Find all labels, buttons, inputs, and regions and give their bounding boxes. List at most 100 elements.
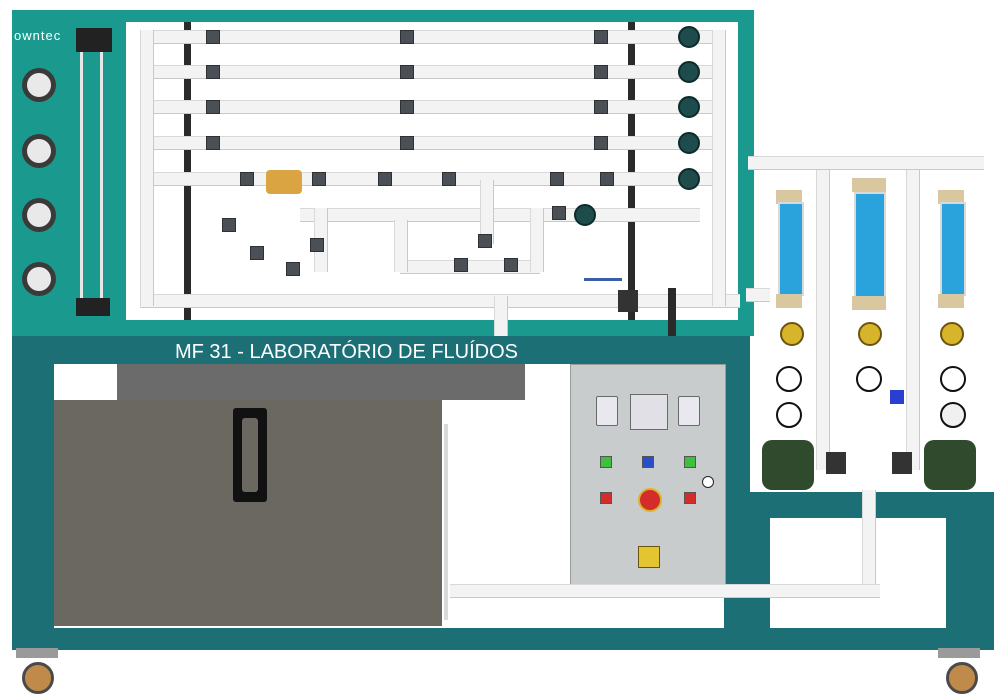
pressure-tap [400,30,414,44]
valve-wheel-icon[interactable] [780,322,804,346]
pipe-line [494,296,508,340]
pressure-tap [442,172,456,186]
manometer-header [76,28,112,52]
pressure-tap [594,136,608,150]
gauge-mount [776,402,802,428]
pressure-tap [222,218,236,232]
pipe-line [862,490,876,590]
pipe-line [140,294,740,308]
red-indicator-lamp [684,492,696,504]
pipe-line [140,65,724,79]
rotameter-cap [938,294,964,308]
controller-display [630,394,668,430]
ball-valve-handle[interactable] [584,278,622,281]
flow-sensor [890,390,904,404]
pressure-gauge-icon [22,134,56,168]
tank-sight-glass [233,408,267,502]
pressure-gauge-icon [22,198,56,232]
pressure-tap [400,136,414,150]
valve-wheel-icon[interactable] [678,168,700,190]
pressure-tap [600,172,614,186]
rotameter-cap [938,190,964,204]
pressure-tap [594,65,608,79]
blue-indicator-lamp [642,456,654,468]
caster-wheel-icon [22,662,54,694]
pressure-tap [594,100,608,114]
pressure-gauge-icon [940,402,966,428]
pipe-line [300,208,700,222]
pressure-tap [286,262,300,276]
ball-valve[interactable] [892,452,912,474]
pipe-line [140,30,724,44]
pump-icon [924,440,976,490]
pipe-line [140,172,724,186]
pump-icon [762,440,814,490]
page-title: MF 31 - LABORATÓRIO DE FLUÍDOS [175,341,519,363]
pressure-tap [310,238,324,252]
pressure-tap [478,234,492,248]
green-indicator-lamp [600,456,612,468]
pipe-line [906,170,920,470]
valve-wheel-icon[interactable] [940,322,964,346]
gauge-mount [776,366,802,392]
caster-mount [16,648,58,658]
rotameter-cap [776,190,802,204]
manometer-base [76,298,110,316]
pressure-tap [206,100,220,114]
red-indicator-lamp [600,492,612,504]
y-strainer [266,170,302,194]
valve-wheel-icon[interactable] [678,61,700,83]
ball-valve[interactable] [618,290,638,312]
drain-pipe [668,288,676,338]
bench-extension-opening [770,518,946,628]
pressure-tap [594,30,608,44]
pipe-line [400,260,540,274]
ball-valve[interactable] [826,452,846,474]
pressure-tap [550,172,564,186]
pressure-tap [378,172,392,186]
valve-wheel-icon[interactable] [858,322,882,346]
pressure-tap [454,258,468,272]
pipe-line [140,100,724,114]
pressure-tap [206,30,220,44]
pipe-line [748,156,984,170]
support-rail [628,22,635,320]
tank-level-tube [444,424,448,620]
gauge-mount [940,366,966,392]
rotameter-cap [852,296,886,310]
tank-lid [117,364,525,400]
green-indicator-lamp [684,456,696,468]
pipe-line [746,288,770,302]
valve-wheel-icon[interactable] [678,132,700,154]
pipe-line [394,220,408,272]
flow-meter-display [596,396,618,426]
support-rail [184,22,191,320]
flow-meter-display [678,396,700,426]
pressure-tap [552,206,566,220]
emergency-stop-button[interactable] [638,488,662,512]
pressure-tap [504,258,518,272]
manometer-tube [100,40,103,302]
pipe-line [480,180,494,244]
pressure-tap [400,100,414,114]
pipe-line [712,30,726,306]
valve-wheel-icon[interactable] [574,204,596,226]
rotameter-cap [852,178,886,192]
pressure-gauge-icon [22,262,56,296]
pipe-line [140,136,724,150]
rotameter-icon [940,202,966,296]
valve-wheel-icon[interactable] [678,26,700,48]
rotameter-cap [776,294,802,308]
rotameter-icon [778,202,804,296]
gauge-mount [856,366,882,392]
main-switch[interactable] [638,546,660,568]
valve-wheel-icon[interactable] [678,96,700,118]
pipe-line [140,30,154,306]
pressure-gauge-icon [22,68,56,102]
power-indicator-icon [702,476,714,488]
pressure-tap [240,172,254,186]
brand-logo: owntec [14,28,62,43]
pipe-line [816,170,830,470]
pressure-tap [206,65,220,79]
rotameter-icon [854,192,886,300]
